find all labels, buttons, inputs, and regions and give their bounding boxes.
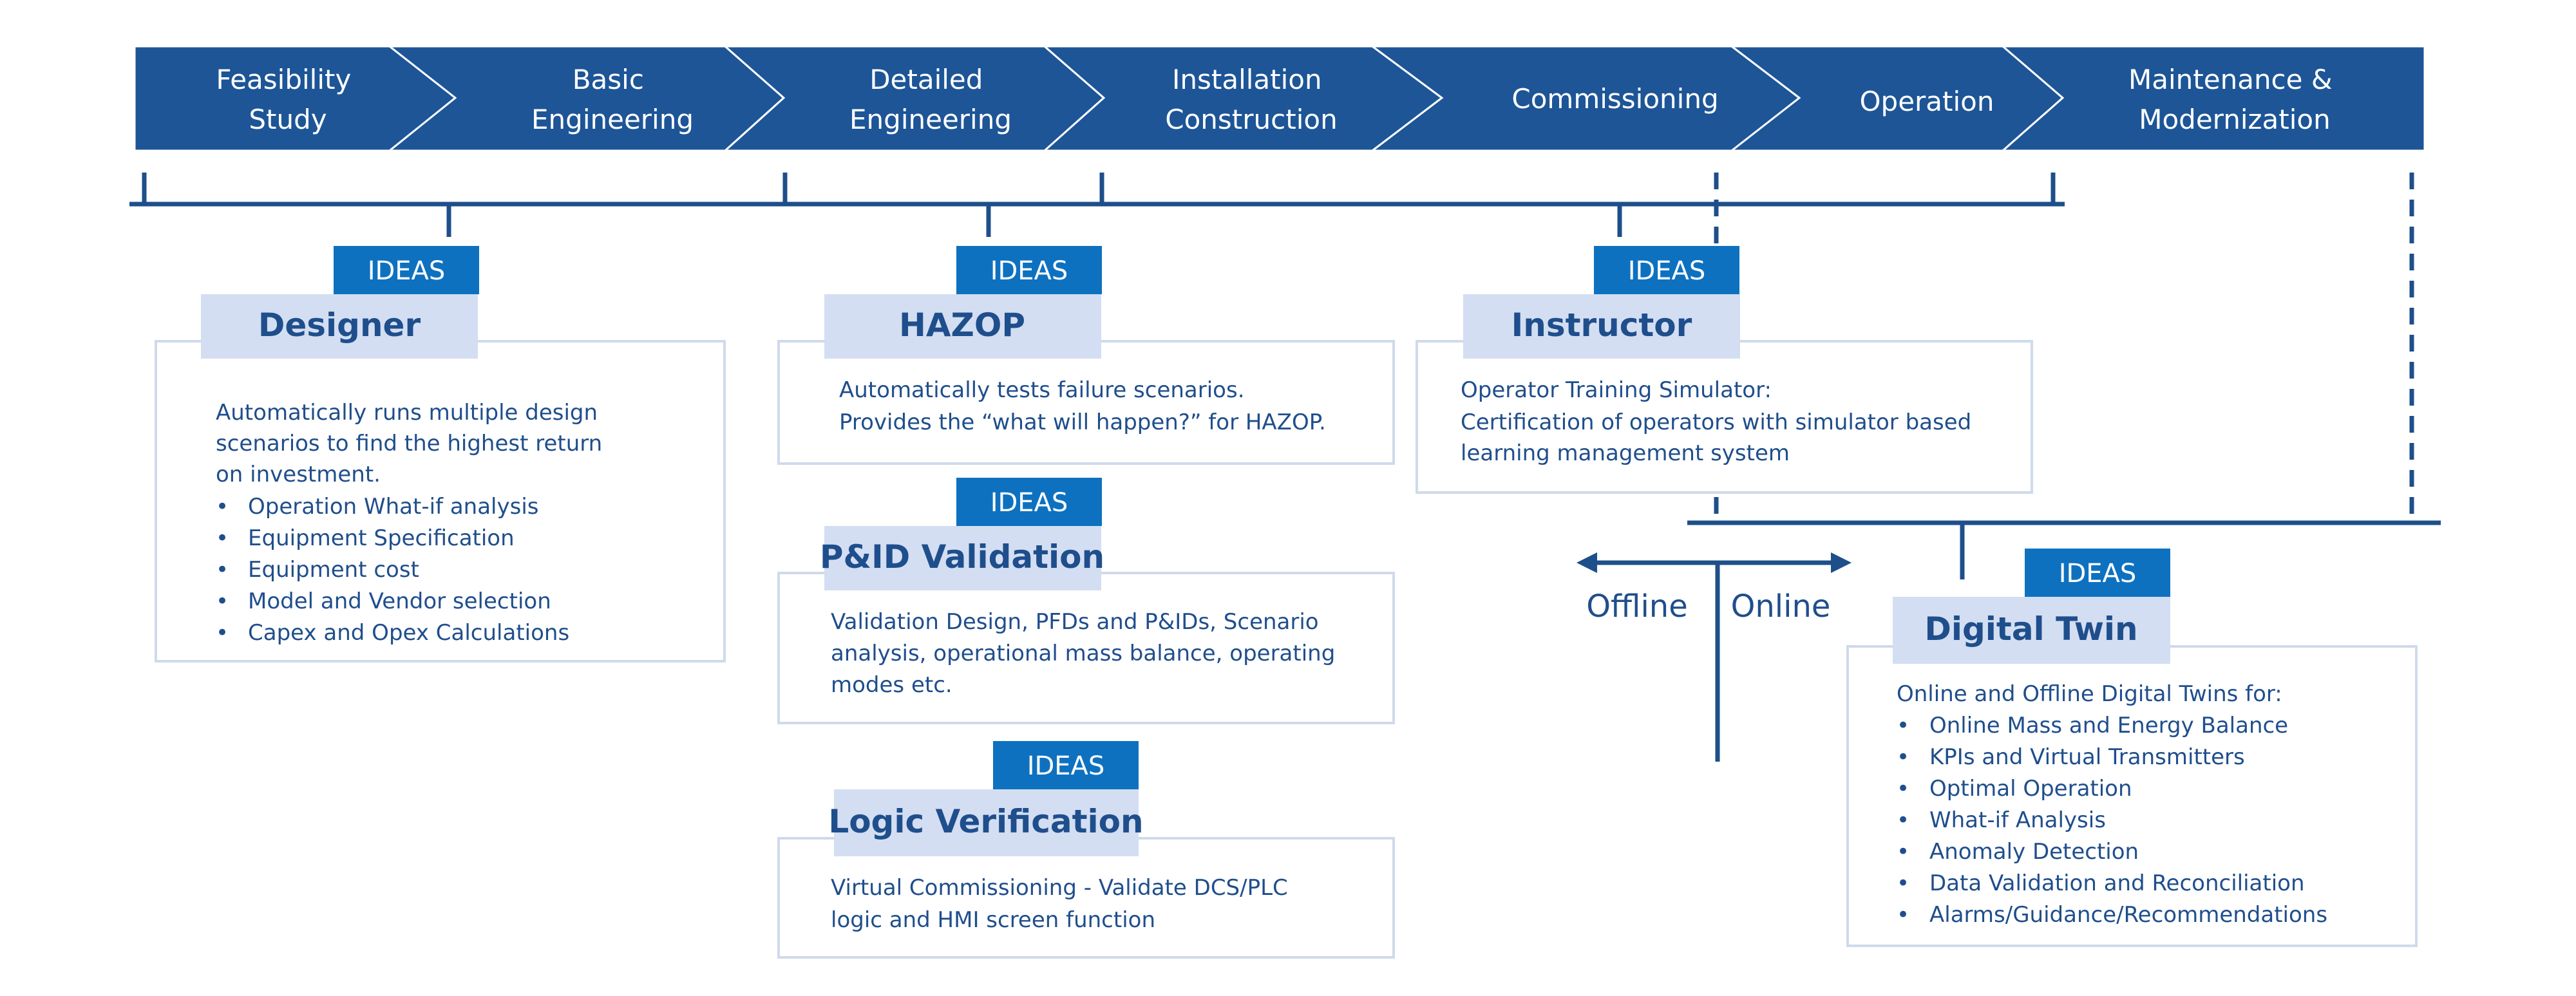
digital-twin-bullet-4: What-if Analysis	[1929, 807, 2106, 833]
designer-tag-label: IDEAS	[368, 256, 446, 286]
offline-label: Offline	[1586, 588, 1687, 625]
pid-validation-title-box	[824, 526, 1101, 590]
designer-bullet-marker: •	[216, 588, 229, 614]
module-designer: IDEAS Designer Automatically runs multip…	[155, 246, 726, 662]
designer-bullet-marker: •	[216, 557, 229, 583]
digital-twin-bullet-7: Alarms/Guidance/Recommendations	[1929, 902, 2327, 928]
phase-label-4: Installation Construction	[1165, 64, 1337, 135]
pid-validation-tag-label: IDEAS	[990, 488, 1068, 518]
designer-bullet-1: Operation What-if analysis	[248, 494, 539, 520]
digital-twin-bullet-marker: •	[1897, 713, 1909, 738]
logic-verification-tag	[993, 741, 1139, 789]
designer-bullet-5: Capex and Opex Calculations	[248, 620, 569, 646]
digital-twin-bullet-1: Online Mass and Energy Balance	[1929, 713, 2288, 738]
pid-validation-title: P&ID Validation	[820, 538, 1104, 576]
module-instructor: IDEAS Instructor Operator Training Simul…	[1416, 246, 2033, 494]
digital-twin-bullet-marker: •	[1897, 839, 1909, 865]
designer-tag	[334, 246, 479, 294]
pid-validation-description-box	[777, 572, 1395, 724]
digital-twin-description-box	[1846, 645, 2418, 947]
designer-bullet-2: Equipment Specification	[248, 525, 515, 551]
instructor-description-3: learning management system	[1461, 440, 1790, 466]
digital-twin-title-box	[1893, 597, 2170, 664]
timeline	[129, 173, 2441, 762]
pid-validation-description-2: analysis, operational mass balance, oper…	[831, 641, 1335, 666]
designer-description-2: scenarios to find the highest return	[216, 431, 602, 456]
module-digital-twin: IDEAS Digital Twin Online and Offline Di…	[1846, 549, 2418, 947]
hazop-description-1: Automatically tests failure scenarios.	[839, 377, 1245, 403]
instructor-description-box	[1416, 340, 2033, 494]
hazop-title-box	[824, 294, 1101, 359]
digital-twin-title: Digital Twin	[1924, 610, 2137, 648]
online-label: Online	[1731, 588, 1831, 625]
phase-label-6: Operation	[1859, 86, 1994, 117]
phase-chevron-7	[2000, 45, 2426, 152]
module-hazop: IDEAS HAZOP Automatically tests failure …	[777, 246, 1395, 465]
instructor-description-2: Certification of operators with simulato…	[1461, 409, 1971, 435]
designer-description-3: on investment.	[216, 462, 381, 487]
digital-twin-bullet-marker: •	[1897, 744, 1909, 770]
logic-verification-description-1: Virtual Commissioning - Validate DCS/PLC	[831, 875, 1288, 901]
instructor-tag	[1594, 246, 1739, 294]
logic-verification-title-box	[834, 789, 1139, 856]
instructor-title-box	[1463, 294, 1740, 359]
designer-title: Designer	[258, 306, 421, 344]
digital-twin-bullet-2: KPIs and Virtual Transmitters	[1929, 744, 2245, 770]
logic-verification-description-2: logic and HMI screen function	[831, 907, 1155, 933]
logic-verification-title: Logic Verification	[828, 803, 1143, 840]
arrow-left-icon	[1577, 552, 1597, 573]
instructor-description-1: Operator Training Simulator:	[1461, 377, 1772, 403]
digital-twin-bullet-marker: •	[1897, 807, 1909, 833]
digital-twin-description-1: Online and Offline Digital Twins for:	[1897, 681, 2282, 707]
designer-bullet-3: Equipment cost	[248, 557, 419, 583]
designer-title-box	[201, 294, 478, 359]
digital-twin-bullet-marker: •	[1897, 902, 1909, 928]
hazop-description-box	[777, 340, 1395, 465]
pid-validation-tag	[956, 478, 1102, 526]
designer-bullet-marker: •	[216, 620, 229, 646]
digital-twin-tag	[2025, 549, 2170, 597]
module-pid-validation: IDEAS P&ID Validation Validation Design,…	[777, 478, 1395, 724]
logic-verification-description-box	[777, 837, 1395, 959]
hazop-tag	[956, 246, 1102, 294]
digital-twin-tag-label: IDEAS	[2059, 559, 2137, 588]
hazop-title: HAZOP	[899, 306, 1025, 344]
digital-twin-bullet-marker: •	[1897, 870, 1909, 896]
digital-twin-bullet-3: Optimal Operation	[1929, 776, 2132, 802]
digital-twin-bullet-6: Data Validation and Reconciliation	[1929, 870, 2305, 896]
logic-verification-tag-label: IDEAS	[1027, 751, 1105, 781]
phase-label-7: Maintenance & Modernization	[2128, 64, 2341, 135]
designer-description-1: Automatically runs multiple design	[216, 400, 598, 426]
phase-label-5: Commissioning	[1511, 83, 1718, 115]
designer-bullet-marker: •	[216, 494, 229, 520]
phase-label-2: Basic Engineering	[531, 64, 694, 135]
pid-validation-description-3: modes etc.	[831, 672, 952, 698]
phase-band: Feasibility Study Basic Engineering Deta…	[133, 45, 2426, 152]
instructor-title: Instructor	[1511, 306, 1692, 344]
digital-twin-bullet-marker: •	[1897, 776, 1909, 802]
designer-bullet-4: Model and Vendor selection	[248, 588, 551, 614]
pid-validation-description-1: Validation Design, PFDs and P&IDs, Scena…	[831, 609, 1319, 635]
phase-label-3: Detailed Engineering	[849, 64, 1012, 135]
module-logic-verification: IDEAS Logic Verification Virtual Commiss…	[777, 741, 1395, 959]
digital-twin-bullet-5: Anomaly Detection	[1929, 839, 2139, 865]
designer-bullet-marker: •	[216, 525, 229, 551]
arrow-right-icon	[1831, 552, 1852, 573]
instructor-tag-label: IDEAS	[1628, 256, 1706, 286]
phase-label-1: Feasibility Study	[216, 64, 359, 135]
hazop-tag-label: IDEAS	[990, 256, 1068, 286]
designer-description-box	[155, 340, 726, 662]
hazop-description-2: Provides the “what will happen?” for HAZ…	[839, 409, 1326, 435]
